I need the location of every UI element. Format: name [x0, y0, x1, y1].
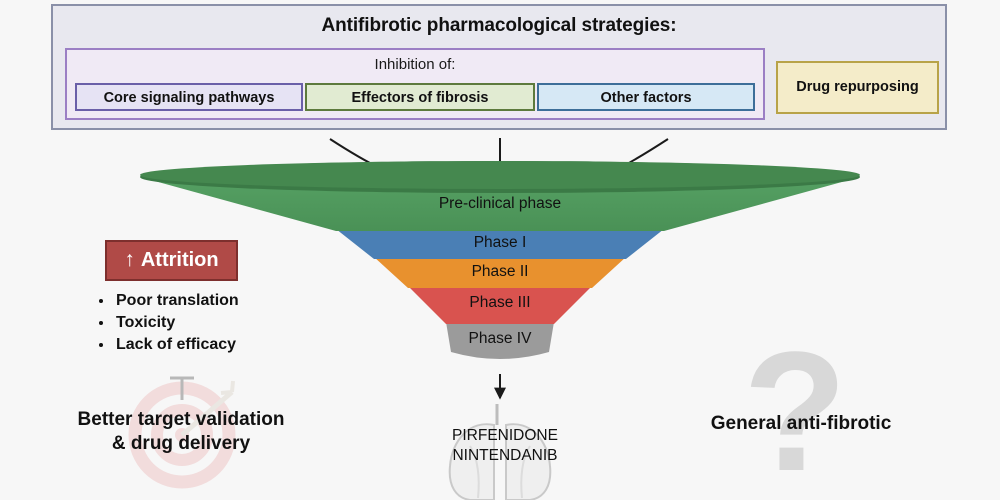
- category-other-factors[interactable]: Other factors: [537, 83, 755, 111]
- funnel-label-phase-ii: Phase II: [471, 263, 529, 280]
- funnel-label-pre-clinical: Pre-clinical phase: [438, 195, 562, 212]
- list-item: Poor translation: [114, 290, 239, 312]
- category-core-signaling-pathways[interactable]: Core signaling pathways: [75, 83, 303, 111]
- inhibition-label: Inhibition of:: [374, 56, 456, 73]
- inhibition-category-row: Core signaling pathways Effectors of fib…: [67, 83, 763, 111]
- outcome-left-caption: Better target validation & drug delivery: [77, 409, 285, 454]
- funnel-label-phase-iv: Phase IV: [468, 330, 532, 347]
- outcome-right-caption: General anti-fibrotic: [710, 413, 892, 434]
- feeder-arrow-right: [610, 138, 669, 173]
- panel-title: Antifibrotic pharmacological strategies:: [321, 15, 677, 36]
- inhibition-group: Inhibition of: Core signaling pathways E…: [65, 48, 765, 120]
- category-effectors-of-fibrosis[interactable]: Effectors of fibrosis: [305, 83, 535, 111]
- attrition-badge: ↑ Attrition: [105, 240, 238, 281]
- funnel-rim: [140, 161, 860, 193]
- question-mark-icon: ?: [743, 317, 847, 500]
- attrition-badge-label: Attrition: [140, 249, 219, 271]
- attrition-reason-list: Poor translation Toxicity Lack of effica…: [92, 290, 239, 356]
- funnel-label-phase-i: Phase I: [473, 234, 527, 251]
- feeder-arrows: [329, 138, 669, 177]
- funnel-label-phase-iii: Phase III: [469, 294, 531, 311]
- svg-text:?: ?: [743, 317, 847, 500]
- list-item: Toxicity: [114, 312, 239, 334]
- outcome-center-drug-names: PIRFENIDONE NINTENDANIB: [452, 427, 558, 464]
- up-arrow-icon: ↑: [124, 248, 135, 271]
- list-item: Lack of efficacy: [114, 334, 239, 356]
- funnel-rim-inner: [140, 161, 860, 189]
- category-drug-repurposing[interactable]: Drug repurposing: [776, 61, 939, 114]
- feeder-arrow-left: [329, 138, 390, 174]
- strategies-panel: Antifibrotic pharmacological strategies:…: [51, 4, 947, 130]
